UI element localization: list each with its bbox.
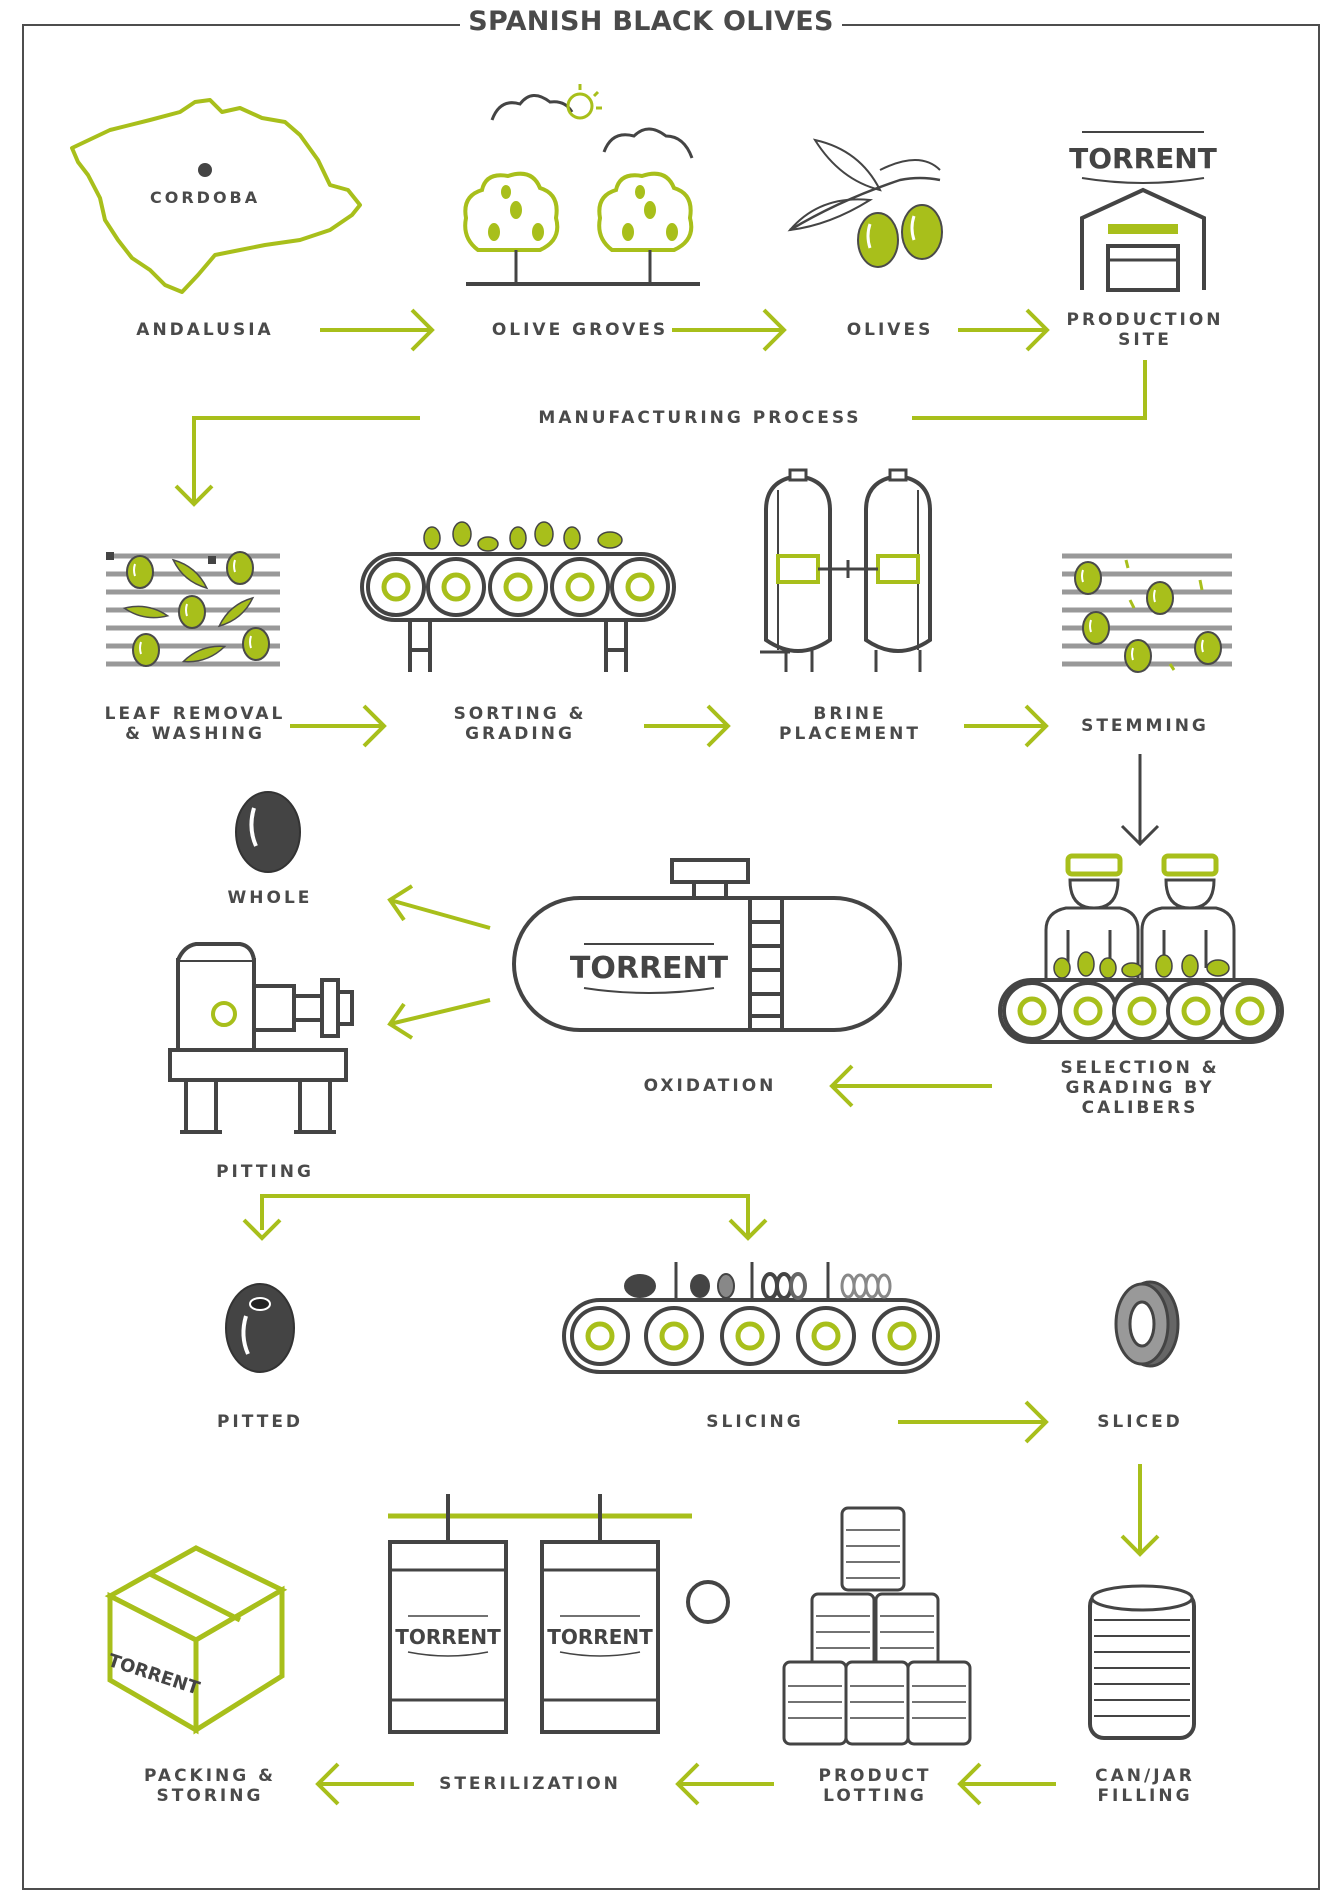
- arrow-olives-to-site: [958, 308, 1050, 352]
- connector-pitting-split: [242, 1194, 768, 1241]
- label-olive-groves: OLIVE GROVES: [491, 320, 669, 340]
- sterilization-autoclaves-icon: TORRENT TORRENT: [388, 1494, 730, 1734]
- arrow-oxidation-to-pitting: [387, 998, 491, 1040]
- label-olives: OLIVES: [846, 320, 934, 340]
- pitting-machine-icon: [168, 942, 354, 1134]
- label-pitted: PITTED: [216, 1412, 304, 1432]
- label-cordoba: CORDOBA: [150, 188, 261, 207]
- slicing-conveyor-icon: [562, 1262, 940, 1374]
- arrow-andalusia-to-groves: [320, 308, 435, 352]
- packing-box-icon: TORRENT: [104, 1545, 288, 1735]
- label-product-lotting: PRODUCT LOTTING: [818, 1766, 932, 1806]
- label-sorting: SORTING & GRADING: [453, 704, 587, 744]
- stemming-icon: [1062, 553, 1232, 673]
- label-can-jar: CAN/JAR FILLING: [1095, 1766, 1195, 1806]
- label-whole: WHOLE: [227, 888, 313, 908]
- page-frame: [22, 24, 1320, 1890]
- can-jar-filling-icon: [1088, 1584, 1196, 1740]
- arrow-sorting-to-brine: [644, 704, 731, 748]
- whole-olive-icon: [235, 791, 301, 873]
- label-andalusia: ANDALUSIA: [136, 320, 274, 340]
- andalusia-map-icon: [70, 98, 362, 294]
- torrent-logo-tank: TORRENT: [570, 951, 729, 986]
- frame-top-left: [22, 24, 460, 26]
- label-leaf-removal: LEAF REMOVAL & WASHING: [104, 704, 286, 744]
- connector-site-to-process: [174, 360, 1147, 507]
- oxidation-tank-icon: TORRENT: [512, 858, 902, 1032]
- olive-groves-icon: [463, 84, 700, 286]
- arrow-brine-to-stemming: [964, 704, 1049, 748]
- arrow-groves-to-olives: [672, 308, 787, 352]
- pitted-olive-icon: [225, 1283, 295, 1373]
- torrent-logo-site: TORRENT: [1069, 142, 1217, 175]
- label-sterilization: STERILIZATION: [439, 1774, 621, 1794]
- arrow-can-to-lotting: [957, 1762, 1056, 1806]
- arrow-sterilization-to-packing: [315, 1762, 414, 1806]
- product-lotting-icon: [782, 1506, 972, 1746]
- page-title: SPANISH BLACK OLIVES: [468, 6, 834, 37]
- frame-top-right: [842, 24, 1320, 26]
- brine-tanks-icon: [760, 468, 932, 672]
- label-pitting: PITTING: [216, 1162, 314, 1182]
- label-brine: BRINE PLACEMENT: [779, 704, 921, 744]
- leaf-removal-washing-icon: [106, 551, 280, 667]
- sorting-conveyor-icon: [360, 521, 676, 672]
- arrow-selection-to-oxidation: [829, 1064, 992, 1108]
- torrent-logo-autoclave-1: TORRENT: [395, 1625, 501, 1649]
- selection-calibers-icon: [998, 853, 1284, 1044]
- label-stemming: STEMMING: [1081, 716, 1209, 736]
- label-sliced: SLICED: [1097, 1412, 1183, 1432]
- label-packing: PACKING & STORING: [144, 1766, 276, 1806]
- arrow-lotting-to-sterilization: [675, 1762, 774, 1806]
- arrow-leaf-to-sorting: [290, 704, 387, 748]
- label-slicing: SLICING: [706, 1412, 804, 1432]
- arrow-sliced-to-can: [1120, 1464, 1160, 1557]
- torrent-logo-autoclave-2: TORRENT: [547, 1625, 653, 1649]
- arrow-slicing-to-sliced: [898, 1400, 1049, 1444]
- label-selection: SELECTION & GRADING BY CALIBERS: [1060, 1058, 1220, 1118]
- arrow-oxidation-to-whole: [387, 884, 491, 930]
- olive-branch-icon: [787, 138, 943, 268]
- label-oxidation: OXIDATION: [643, 1076, 777, 1096]
- production-site-icon: TORRENT: [1069, 131, 1217, 292]
- sliced-olive-icon: [1114, 1280, 1180, 1368]
- label-production-site: PRODUCTION SITE: [1066, 310, 1224, 350]
- arrow-stemming-to-selection: [1120, 754, 1160, 847]
- label-manufacturing-process: MANUFACTURING PROCESS: [538, 408, 862, 428]
